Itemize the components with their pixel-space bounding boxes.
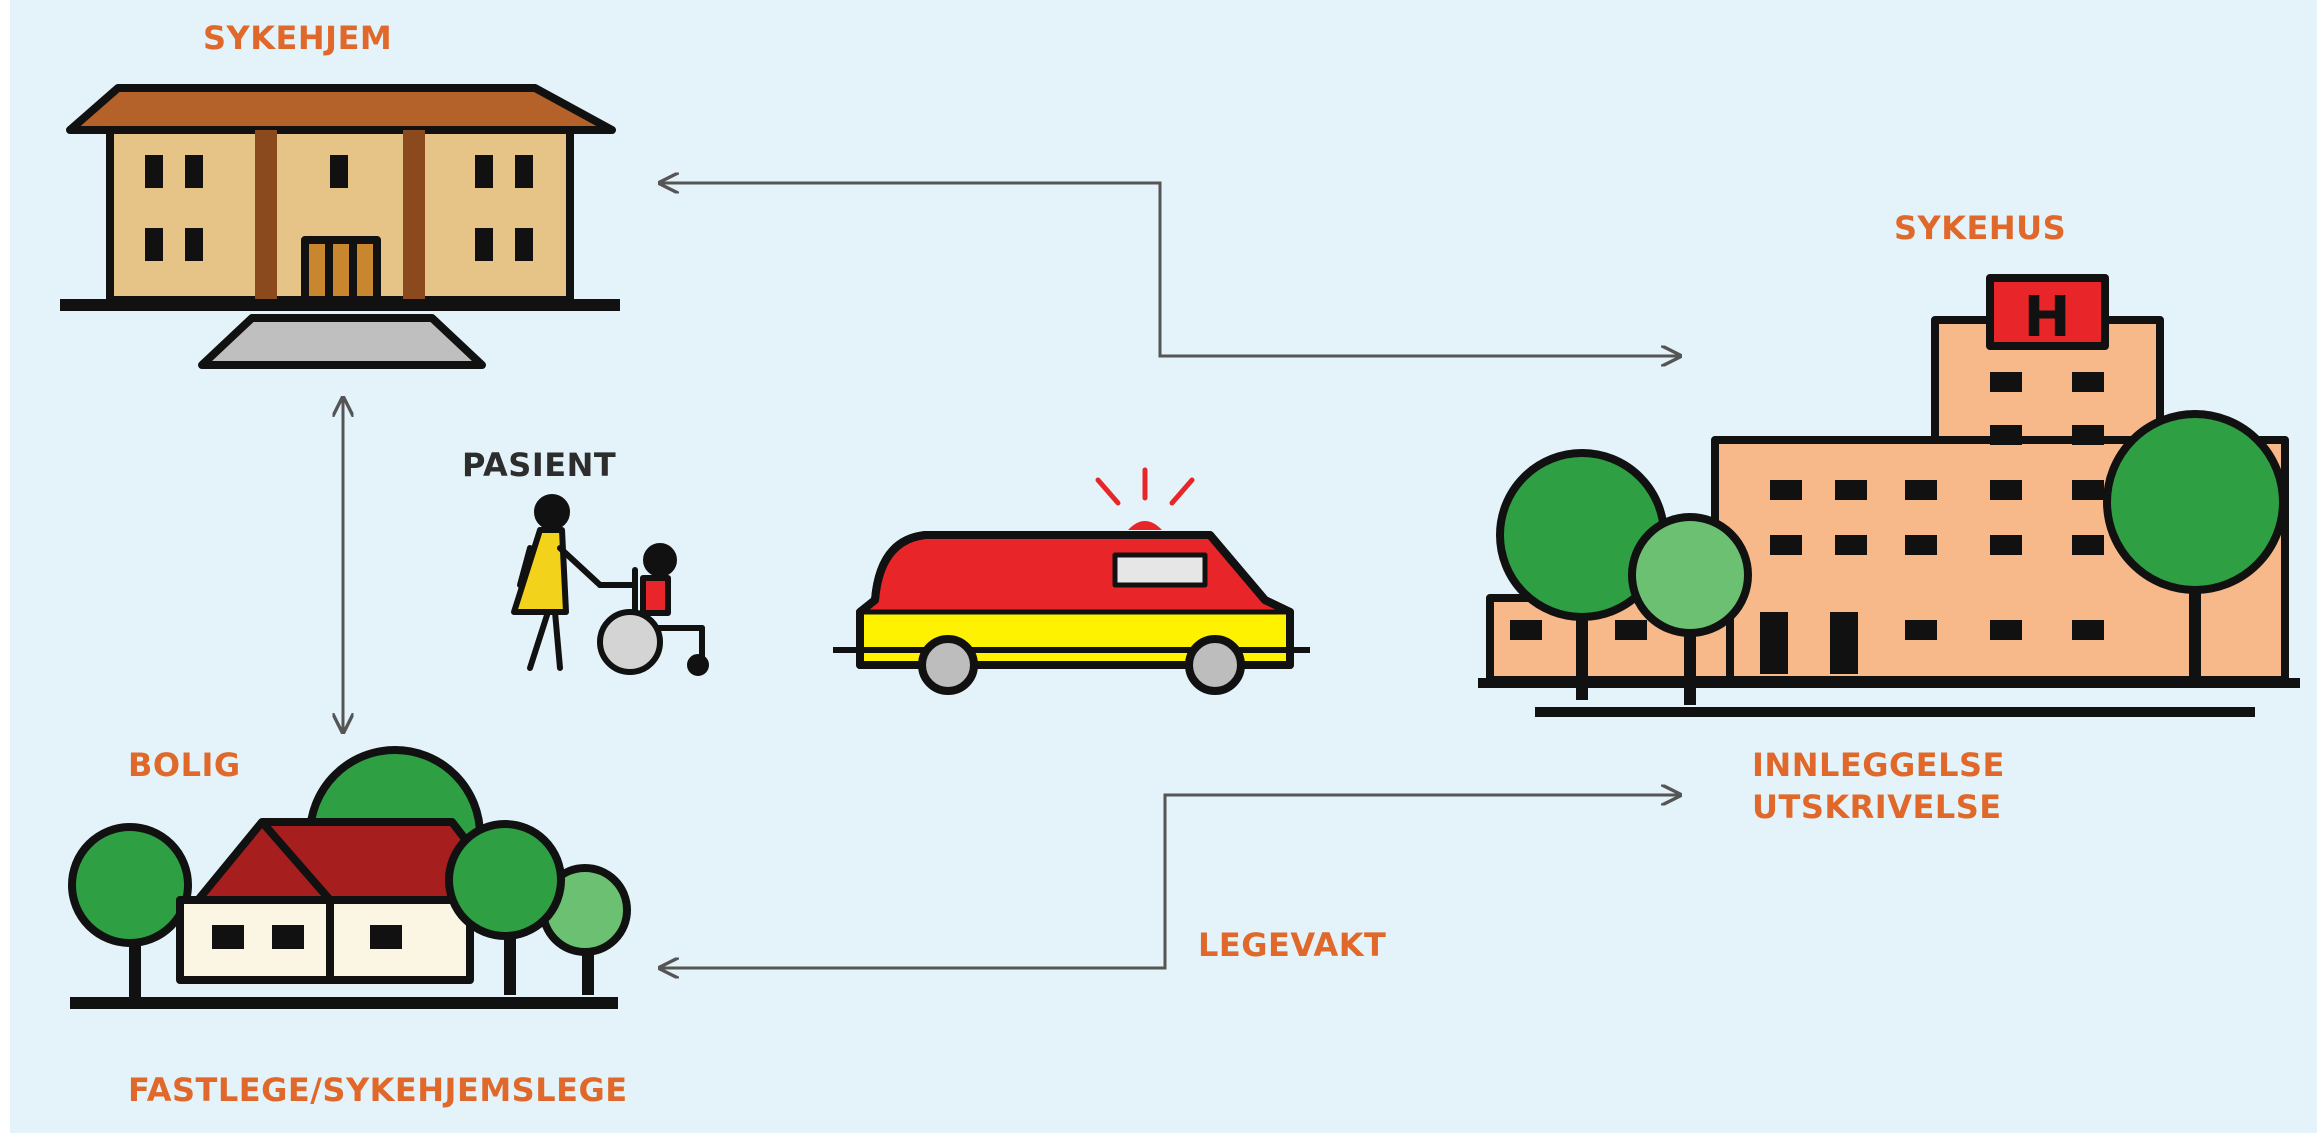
bolig-icon	[68, 746, 631, 1009]
label-sykehus: SYKEHUS	[1894, 209, 2067, 247]
sykehjem-icon	[60, 84, 620, 369]
label-sykehjem: SYKEHJEM	[203, 19, 393, 57]
ambulance-siren-rays	[1095, 467, 1195, 506]
ambulance-icon	[833, 467, 1310, 695]
label-legevakt: LEGEVAKT	[1198, 926, 1387, 964]
label-bolig: BOLIG	[128, 746, 241, 784]
label-fastlege-sykehjemslege: FASTLEGE/SYKEHJEMSLEGE	[128, 1071, 628, 1109]
sykehus-icon: H	[1478, 274, 2300, 717]
label-innleggelse: INNLEGGELSE	[1752, 746, 2005, 784]
label-pasient: PASIENT	[462, 446, 617, 484]
patient-wheelchair-icon	[511, 494, 709, 676]
label-utskrivelse: UTSKRIVELSE	[1752, 788, 2002, 826]
arrow-sykehjem-sykehus	[660, 183, 1680, 356]
arrow-bolig-sykehus	[660, 795, 1680, 968]
svg-text:H: H	[2024, 285, 2071, 350]
